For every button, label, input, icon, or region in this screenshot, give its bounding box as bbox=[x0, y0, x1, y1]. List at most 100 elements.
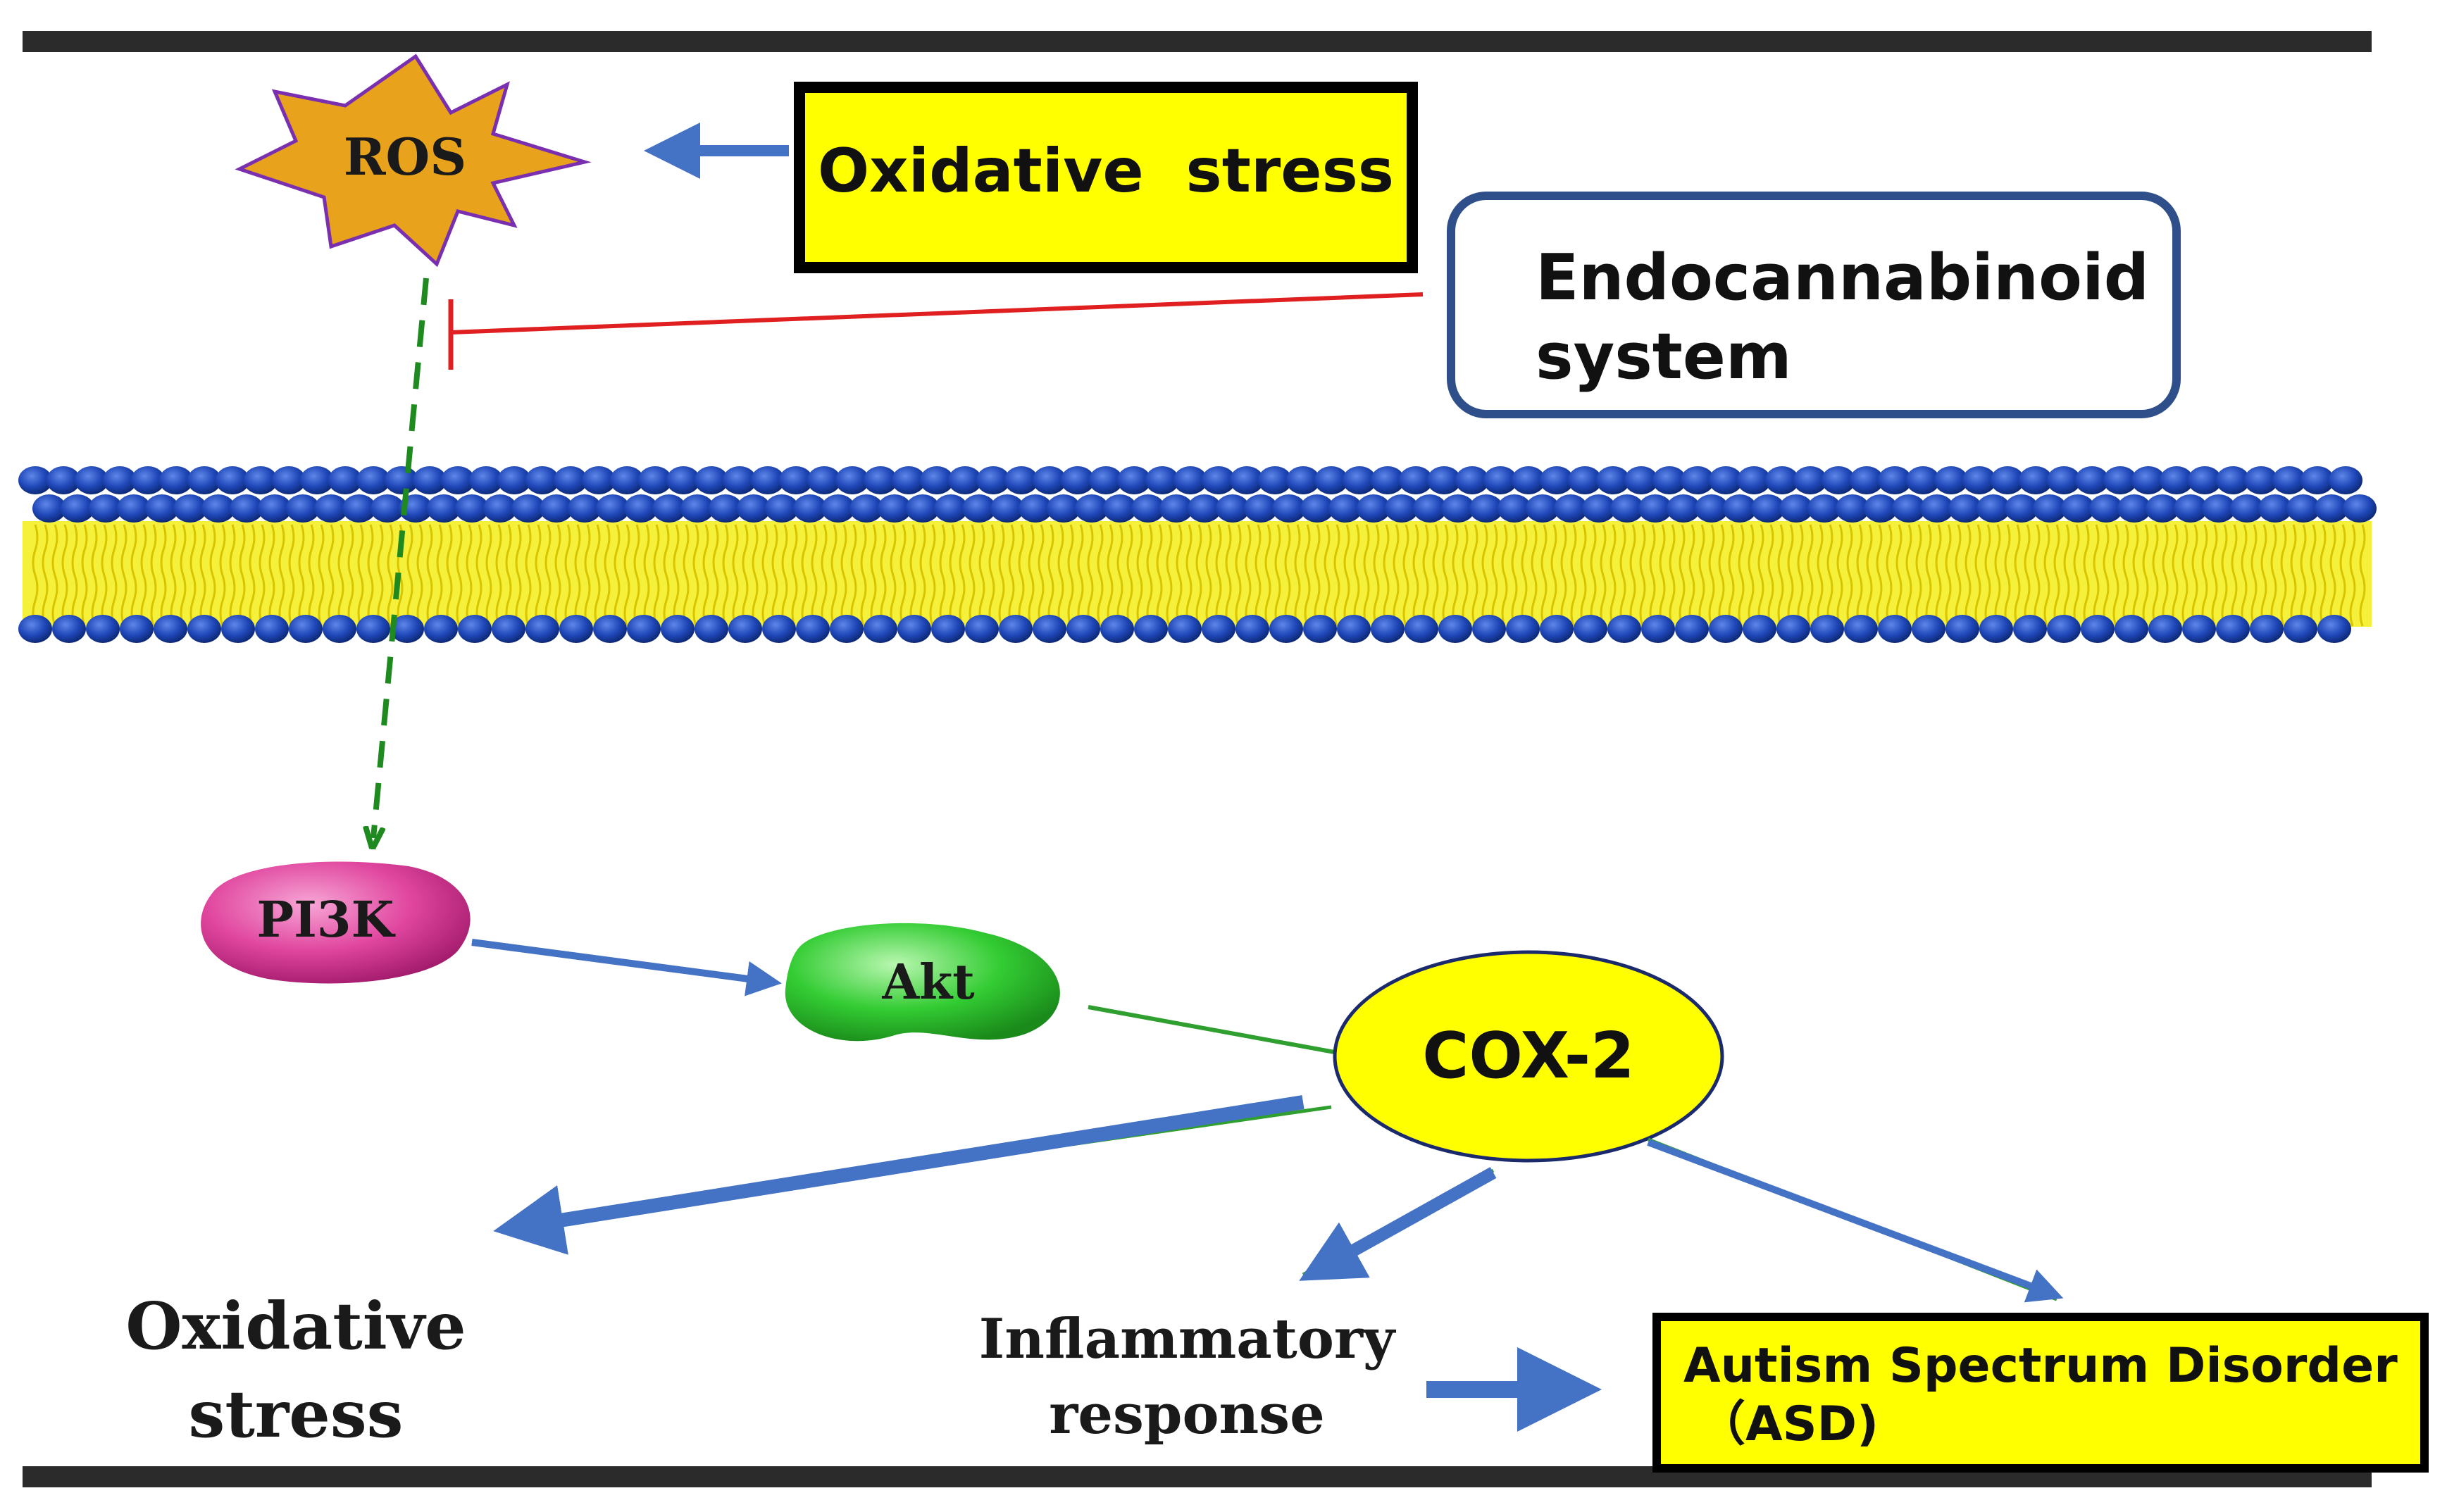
lipid-head bbox=[258, 494, 292, 523]
line-akt-to-cox2 bbox=[1088, 1005, 1339, 1055]
lipid-head bbox=[1948, 494, 1982, 523]
lipid-head bbox=[511, 494, 545, 523]
cox2-node: COX-2 bbox=[1333, 950, 1724, 1163]
lipid-tail bbox=[1935, 524, 1942, 627]
lipid-tail bbox=[1028, 524, 1035, 627]
lipid-head bbox=[1850, 466, 1883, 494]
lipid-tail bbox=[2024, 524, 2031, 627]
lipid-head bbox=[931, 615, 965, 643]
lipid-head bbox=[255, 615, 289, 643]
lipid-head bbox=[807, 466, 841, 494]
lipid-head bbox=[1019, 494, 1052, 523]
lipid-tail bbox=[781, 524, 788, 627]
asd-label-line2: （ASD) bbox=[1698, 1397, 1879, 1452]
lipid-head bbox=[89, 494, 123, 523]
lipid-tail bbox=[1324, 524, 1331, 627]
lipid-head bbox=[1286, 466, 1320, 494]
lipid-head bbox=[1540, 615, 1574, 643]
lipid-head bbox=[1765, 466, 1799, 494]
lipid-head bbox=[593, 615, 627, 643]
lipid-tail bbox=[1826, 524, 1833, 627]
lipid-head bbox=[1173, 466, 1207, 494]
lipid-head bbox=[878, 494, 911, 523]
lipid-tail bbox=[1462, 524, 1469, 627]
lipid-tail bbox=[2250, 524, 2258, 627]
lipid-tail bbox=[91, 524, 98, 627]
lipid-tail bbox=[1609, 524, 1617, 627]
lipid-head bbox=[2182, 615, 2216, 643]
lipid-tail bbox=[801, 524, 808, 627]
lipid-tail bbox=[1067, 524, 1074, 627]
lipid-tail bbox=[1254, 524, 1262, 627]
lipid-tail bbox=[1047, 524, 1054, 627]
lipid-tail bbox=[890, 524, 897, 627]
lipid-tail bbox=[1393, 524, 1400, 627]
lipid-head bbox=[2075, 466, 2109, 494]
lipid-tail bbox=[1895, 524, 1903, 627]
lipid-tail bbox=[1728, 524, 1735, 627]
lipid-head bbox=[1134, 615, 1168, 643]
lipid-tail bbox=[821, 524, 828, 627]
lipid-head bbox=[1483, 466, 1517, 494]
oxidative-stress-bottom-line2: stress bbox=[189, 1376, 404, 1452]
lipid-tail bbox=[1669, 524, 1676, 627]
lipid-head bbox=[990, 494, 1024, 523]
lipid-head bbox=[1582, 494, 1616, 523]
lipid-head bbox=[1269, 615, 1303, 643]
lipid-head bbox=[1033, 615, 1066, 643]
lipid-tail bbox=[2103, 524, 2110, 627]
lipid-head bbox=[1624, 466, 1658, 494]
lipid-tail bbox=[1955, 524, 1962, 627]
lipid-head bbox=[1159, 494, 1193, 523]
lipid-tail bbox=[1688, 524, 1695, 627]
lipid-tail bbox=[2063, 524, 2070, 627]
lipid-head bbox=[1526, 494, 1559, 523]
lipid-head bbox=[652, 494, 686, 523]
lipid-tail bbox=[761, 524, 768, 627]
lipid-head bbox=[18, 615, 52, 643]
lipid-head bbox=[2329, 466, 2362, 494]
lipid-head bbox=[695, 615, 728, 643]
lipid-tail bbox=[1531, 524, 1538, 627]
lipid-head bbox=[201, 494, 235, 523]
lipid-tail bbox=[732, 524, 739, 627]
lipid-head bbox=[661, 615, 695, 643]
lipid-tail bbox=[1511, 524, 1518, 627]
lipid-head bbox=[2174, 494, 2208, 523]
lipid-tail bbox=[1945, 524, 1952, 627]
lipid-head bbox=[117, 494, 151, 523]
lipid-head bbox=[624, 494, 658, 523]
lipid-head bbox=[492, 615, 525, 643]
lipid-tail bbox=[1738, 524, 1745, 627]
lipid-tail bbox=[111, 524, 118, 627]
lipid-head bbox=[216, 466, 249, 494]
lipid-tail bbox=[1807, 524, 1814, 627]
lipid-tail bbox=[1146, 524, 1153, 627]
lipid-tail bbox=[544, 524, 552, 627]
lipid-head bbox=[920, 466, 954, 494]
lipid-head bbox=[627, 615, 661, 643]
lipid-head bbox=[131, 466, 165, 494]
lipid-tail bbox=[969, 524, 976, 627]
lipid-head bbox=[2005, 494, 2038, 523]
lipid-head bbox=[723, 466, 756, 494]
lipid-tail bbox=[2290, 524, 2297, 627]
lipid-head bbox=[2103, 466, 2137, 494]
lipid-tail bbox=[278, 524, 285, 627]
lipid-head bbox=[1610, 494, 1644, 523]
lipid-tail bbox=[1708, 524, 1715, 627]
lipid-tail bbox=[880, 524, 887, 627]
lipid-tail bbox=[2231, 524, 2238, 627]
lipid-head bbox=[906, 494, 940, 523]
lipid-head bbox=[709, 494, 742, 523]
lipid-tail bbox=[594, 524, 601, 627]
lipid-tail bbox=[387, 524, 394, 627]
lipid-head bbox=[1033, 466, 1066, 494]
lipid-head bbox=[638, 466, 672, 494]
lipid-head bbox=[328, 466, 362, 494]
lipid-head bbox=[103, 466, 137, 494]
lipid-tail bbox=[81, 524, 88, 627]
lipid-tail bbox=[1156, 524, 1163, 627]
lipid-tail bbox=[42, 524, 49, 627]
